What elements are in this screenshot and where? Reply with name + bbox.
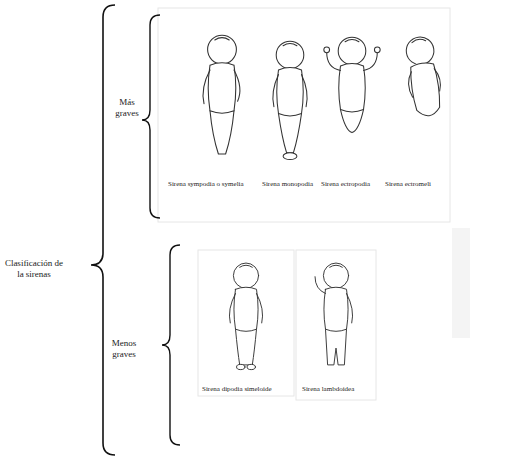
photo-frame: [158, 8, 450, 222]
curly-bracket: [142, 15, 160, 218]
baby-figure: [324, 37, 380, 132]
baby-figure: [203, 35, 240, 154]
figure-caption: Sirena monopodia: [262, 180, 313, 189]
baby-figure: [402, 35, 445, 118]
photo-frame: [452, 228, 470, 338]
figure-caption: Sirena sympodia o symelia: [168, 180, 244, 189]
group-label: Clasificación de la sirenas: [2, 258, 66, 281]
photo-frame: [296, 250, 376, 400]
group-label: Más graves: [110, 97, 144, 120]
figure-caption: Sirena ectromeli: [385, 180, 431, 189]
group-label: Menos graves: [104, 338, 144, 361]
baby-figure: [315, 263, 353, 365]
baby-figure: [273, 41, 307, 159]
curly-bracket: [91, 5, 115, 455]
figure-caption: Sirena lambdoidea: [302, 385, 354, 394]
figure-caption: Sirena ectropodia: [321, 180, 370, 189]
baby-figure: [229, 263, 262, 370]
figure-caption: Sirena dipodia simeloide: [202, 385, 272, 394]
curly-bracket: [162, 245, 180, 445]
photo-frame: [198, 250, 294, 396]
